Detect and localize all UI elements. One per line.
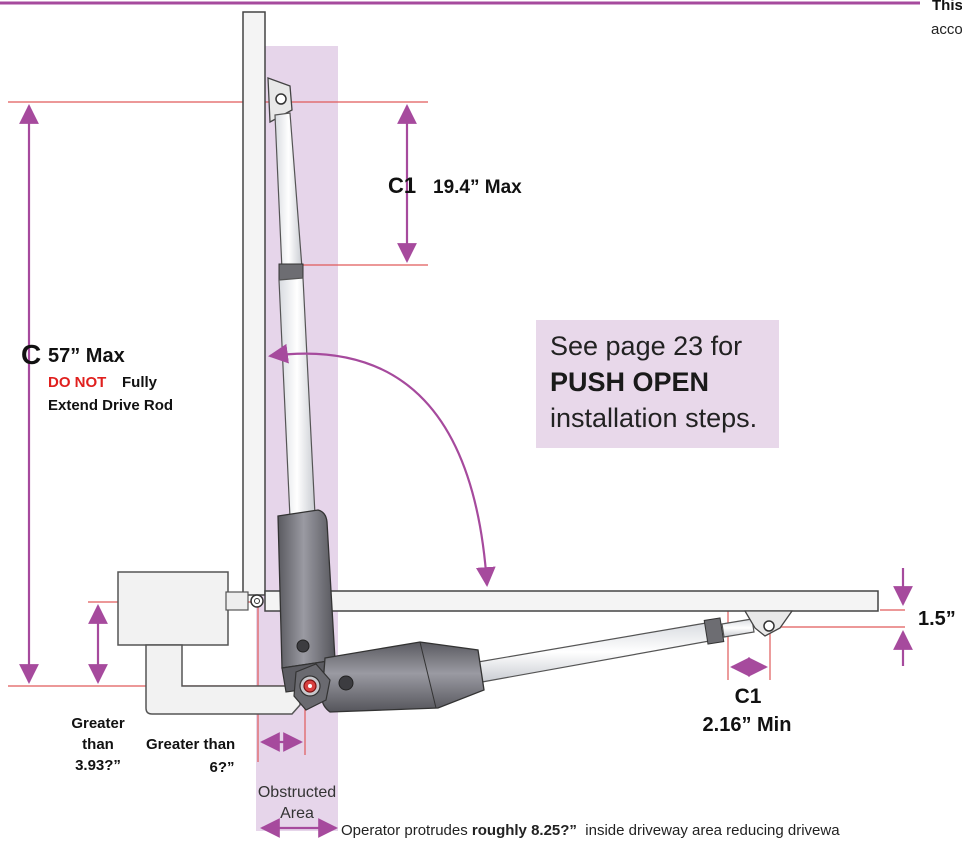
base-pivot-icon: [293, 663, 331, 711]
corner-note-line2: acco: [931, 21, 962, 38]
pivot-icon-closed: [763, 620, 775, 632]
rod-collar: [278, 263, 304, 281]
push-open-callout: See page 23 for PUSH OPEN installation s…: [536, 320, 779, 448]
swing-arc-arrow: [268, 343, 496, 587]
warning-line2: Extend Drive Rod: [48, 397, 173, 414]
obstructed-line2: Area: [280, 805, 314, 822]
callout-line3: installation steps.: [550, 403, 758, 433]
c-main-value: 57” Max: [48, 345, 125, 367]
c1-top-letter: C1: [388, 173, 416, 198]
greater-6-line2: 6?”: [209, 759, 234, 776]
c1-bottom-letter: C1: [735, 685, 762, 708]
gate-vertical: [242, 11, 266, 596]
warning-do-not: DO NOT: [48, 374, 106, 391]
greater-393-line2: than: [82, 736, 114, 753]
obstructed-line1: Obstructed: [258, 784, 336, 801]
post-box: [117, 571, 229, 646]
callout-line2: PUSH OPEN: [550, 367, 710, 397]
hinge-block: [225, 591, 249, 611]
hinge-icon: [250, 594, 264, 608]
warning-fully: Fully: [122, 374, 158, 391]
corner-note-line1: This: [932, 0, 962, 14]
c1-bottom-value: 2.16” Min: [703, 714, 792, 736]
greater-6-line1: Greater than: [146, 736, 235, 753]
gate-horizontal: [264, 590, 879, 612]
drive-rod-closed: [477, 621, 716, 683]
c1-top-value: 19.4” Max: [433, 177, 522, 198]
c-main-letter: C: [21, 339, 41, 370]
greater-393-line1: Greater: [71, 715, 125, 732]
footer-note: Operator protrudes roughly 8.25?” inside…: [341, 822, 840, 839]
pivot-icon: [275, 93, 287, 105]
rod-collar-closed: [703, 617, 725, 645]
greater-393-line3: 3.93?”: [75, 757, 121, 774]
mounting-bracket: [145, 644, 301, 715]
callout-line1: See page 23 for: [550, 331, 743, 361]
offset-value: 1.5”: [918, 608, 956, 630]
